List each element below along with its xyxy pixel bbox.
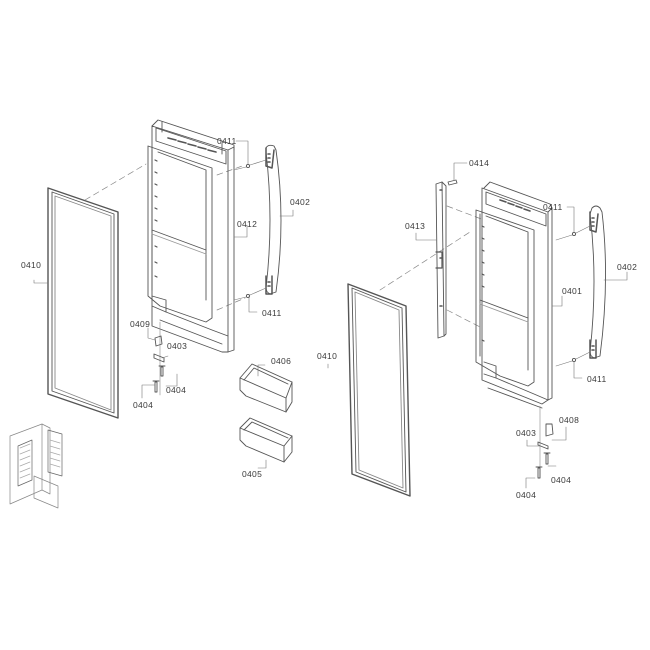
- label-0412: 0412: [237, 219, 258, 229]
- left-handle-screws: [233, 159, 267, 301]
- label-0404-left-left: 0404: [133, 400, 154, 410]
- label-0402-right: 0402: [617, 262, 638, 272]
- mullion-screw: [447, 179, 458, 186]
- label-0414: 0414: [469, 158, 490, 168]
- label-0404-right-right: 0404: [551, 475, 572, 485]
- left-door-liner: [147, 119, 235, 353]
- right-door-handle: [589, 205, 607, 359]
- right-handle-screws: [555, 225, 591, 367]
- left-hinge-parts: [152, 321, 166, 396]
- label-0413: 0413: [405, 221, 426, 231]
- mullion-bar: [435, 181, 447, 339]
- right-door-liner: [475, 181, 553, 409]
- left-alignment-lines: [84, 163, 246, 311]
- label-0402-left: 0402: [290, 197, 311, 207]
- right-hinge-parts: [535, 405, 554, 479]
- door-bin-lower: [239, 417, 293, 463]
- label-0404-right-left: 0404: [516, 490, 537, 500]
- left-door-gasket: [47, 187, 119, 419]
- label-0411-left-bottom: 0411: [262, 308, 282, 318]
- label-0403-right: 0403: [516, 428, 537, 438]
- label-0409: 0409: [130, 319, 151, 329]
- label-0411-right-top: 0411: [543, 202, 563, 212]
- label-0411-left-top: 0411: [217, 136, 237, 146]
- label-0403-left: 0403: [167, 341, 188, 351]
- right-alignment-lines: [379, 205, 485, 329]
- door-bin-upper: [239, 363, 293, 413]
- label-0404-left-right: 0404: [166, 385, 187, 395]
- leader-lines: [33, 140, 628, 489]
- label-0410-left: 0410: [21, 260, 42, 270]
- label-0406: 0406: [271, 356, 292, 366]
- right-door-gasket: [347, 283, 411, 497]
- label-0410-right: 0410: [317, 351, 338, 361]
- label-0408: 0408: [559, 415, 580, 425]
- label-0401: 0401: [562, 286, 583, 296]
- left-door-handle: [265, 144, 282, 295]
- label-0411-right-bottom: 0411: [587, 374, 607, 384]
- label-0405: 0405: [242, 469, 263, 479]
- fridge-thumbnail: [9, 423, 63, 509]
